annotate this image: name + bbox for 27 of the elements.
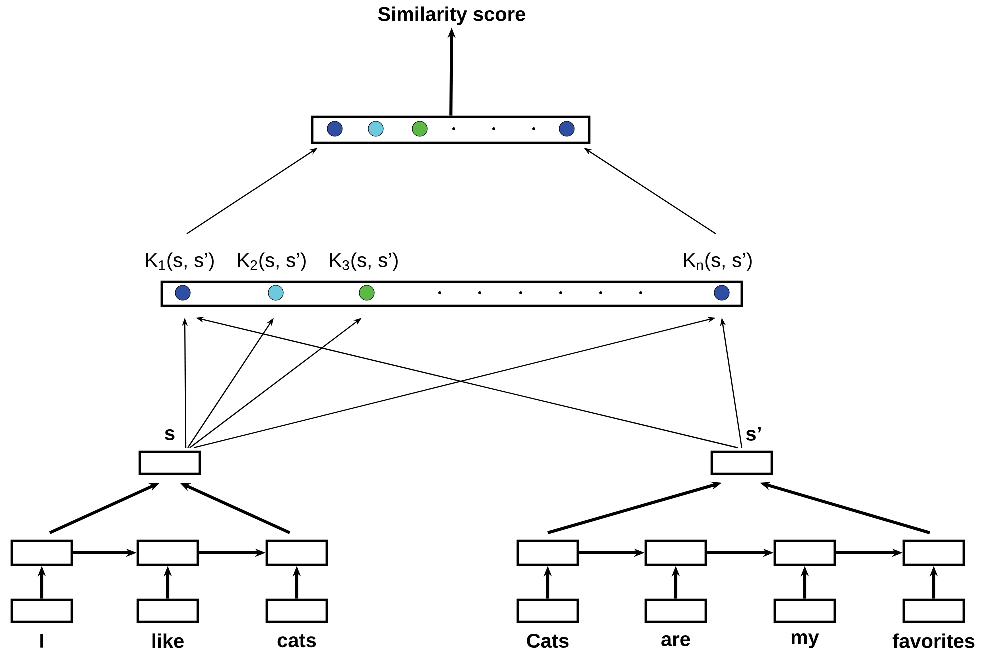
vector-label: s’ — [746, 427, 761, 441]
feature-dot — [412, 121, 428, 137]
vector-bar — [311, 116, 591, 144]
kernel-label: K$_{3}$(s, s’) — [330, 252, 398, 272]
hidden-state-box — [774, 540, 836, 566]
hidden-state-box — [136, 540, 200, 566]
hidden-state-box — [902, 540, 966, 566]
word-label: like — [152, 634, 184, 648]
vector-bar — [160, 280, 744, 308]
hidden-state-box — [266, 540, 328, 566]
hidden-state-box — [644, 540, 708, 566]
score-label: Similarity score — [378, 6, 526, 26]
word-label: cats — [278, 634, 316, 648]
kernel-label: K$_{1}$(s, s’) — [146, 252, 214, 272]
vector-label: s — [165, 430, 175, 440]
feature-dot — [368, 121, 384, 137]
word-label: favorites — [892, 634, 975, 648]
word-label: my — [792, 634, 820, 648]
word-label: Cats — [527, 634, 569, 648]
kernel-label: K$_{n}$(s, s’) — [684, 252, 752, 272]
hidden-state-box — [516, 540, 580, 566]
word-label: I — [40, 634, 44, 648]
word-label: are — [662, 636, 690, 646]
feature-dot — [327, 121, 343, 137]
hidden-state-box — [10, 540, 74, 566]
kernel-label: K$_{2}$(s, s’) — [238, 252, 306, 272]
feature-dot — [559, 121, 575, 137]
